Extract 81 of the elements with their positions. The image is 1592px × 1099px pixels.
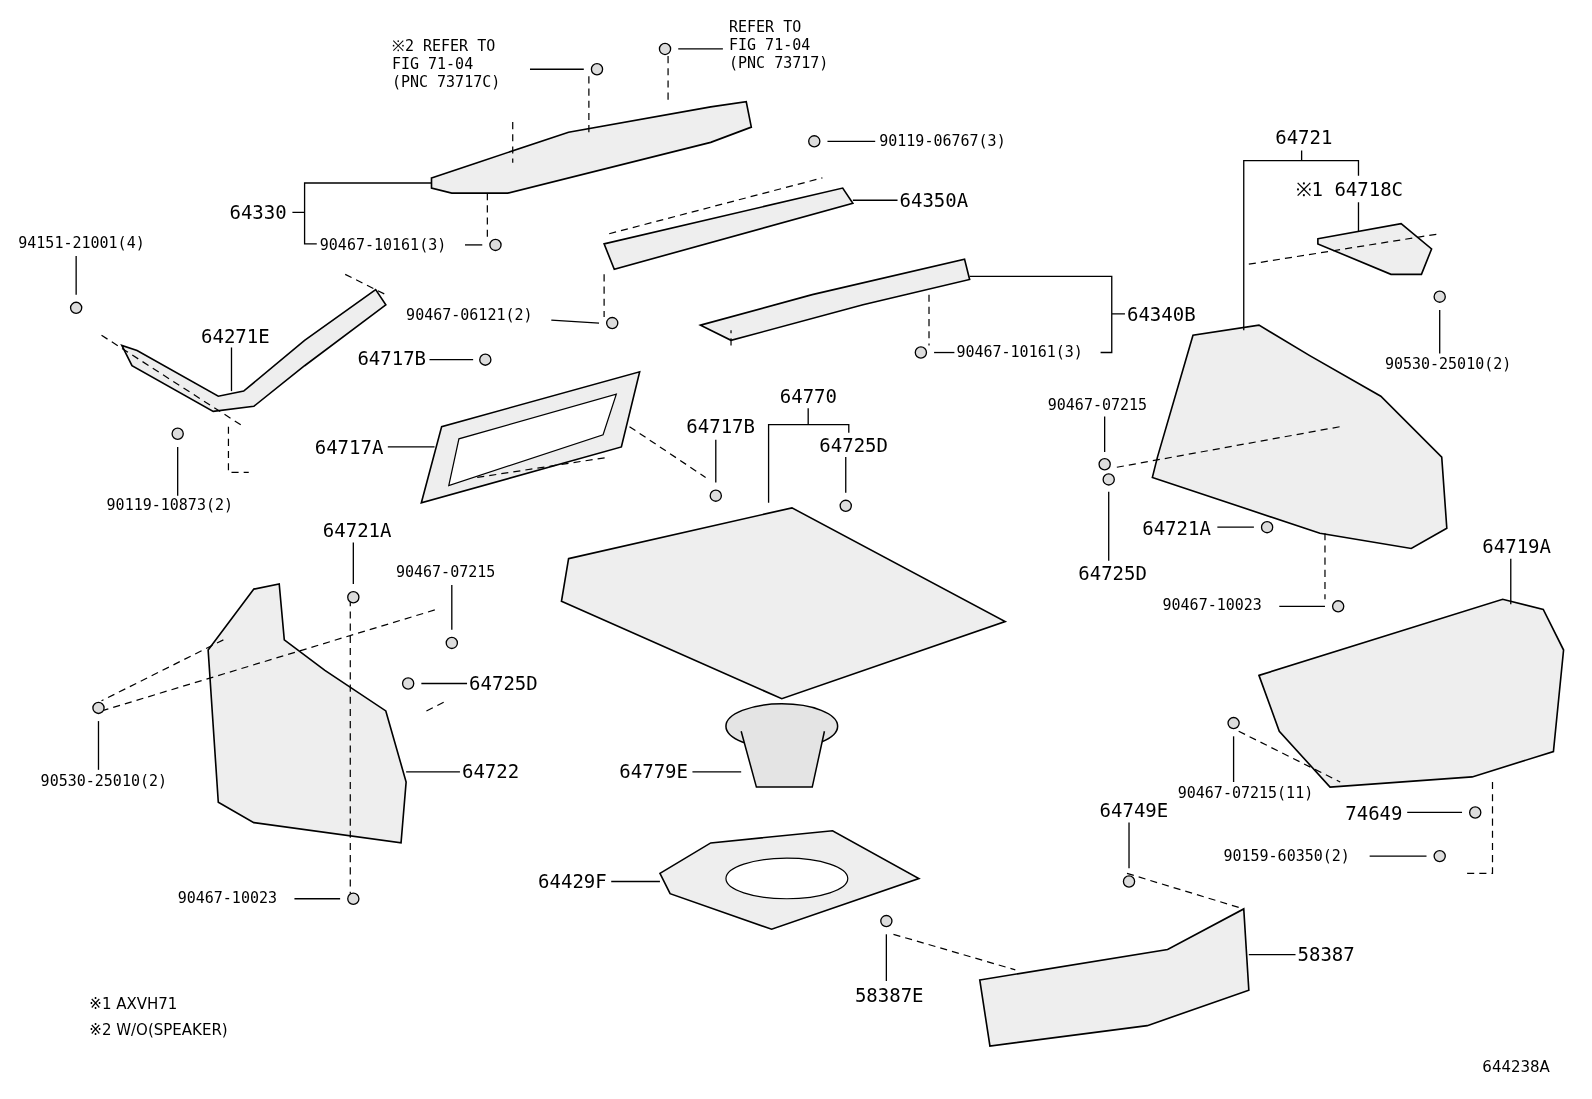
part-number: 90119-06767(3)	[879, 132, 1006, 150]
part-number: 90467-10023	[177, 889, 277, 908]
figure-number: 644238A	[1482, 1056, 1550, 1078]
part-number: 90530-25010(2)	[1384, 355, 1512, 374]
part-number: 58387E	[854, 983, 924, 1007]
leader-line	[420, 682, 468, 685]
leader-line	[677, 48, 724, 50]
part-number: 90467-10161(3)	[956, 343, 1083, 362]
leader-line	[1243, 149, 1360, 331]
footnote-text: ※2 W/O(SPEAKER)	[89, 1020, 228, 1042]
leader-line	[933, 351, 956, 354]
part-number: 64271E	[201, 324, 270, 348]
part-number: 90119-10873(2)	[106, 496, 234, 515]
part-number: 64717A	[314, 435, 384, 459]
part-number: 74649	[1345, 802, 1403, 825]
leader-line	[1357, 201, 1360, 233]
leader-line	[1439, 309, 1441, 355]
leader-line	[1510, 558, 1512, 605]
part-number: 64717B	[686, 415, 755, 439]
part-number: 64717B	[357, 347, 426, 371]
part-number: 64722	[461, 760, 520, 784]
part-number: 90467-07215	[1047, 395, 1148, 414]
part-number: 64719A	[1482, 535, 1551, 558]
leader-line	[1406, 811, 1463, 814]
part-number: 90467-06121(2)	[406, 305, 533, 324]
leader-line	[1278, 605, 1326, 607]
part-number: 64749E	[1099, 799, 1169, 822]
part-number: 90467-07215	[395, 563, 496, 582]
leader-line	[97, 720, 100, 771]
leader-line	[1232, 735, 1235, 783]
leader-line	[1248, 953, 1297, 956]
part-number: 64340B	[1127, 302, 1196, 326]
leader-line	[75, 255, 77, 296]
part-number: 64725D	[1078, 562, 1147, 586]
leader-line	[691, 771, 742, 773]
leader-line	[1369, 855, 1428, 857]
leader-line	[464, 244, 483, 246]
part-number: 90159-60350(2)	[1223, 846, 1350, 865]
part-number: 64721A	[1142, 516, 1211, 540]
leader-line	[529, 68, 585, 70]
leader-line	[1108, 490, 1110, 562]
part-number: 64721	[1275, 125, 1333, 149]
part-number: 64779E	[619, 760, 688, 784]
leader-line	[1128, 821, 1130, 869]
leader-line	[852, 199, 899, 201]
reference-note: ※2 REFER TO FIG 71-04 (PNC 73717C)	[391, 36, 506, 91]
part-number: 58387	[1297, 943, 1355, 966]
leader-line	[610, 880, 661, 883]
part-number: 64725D	[469, 672, 538, 695]
part-number: 94151-21001(4)	[18, 233, 145, 252]
leader-line	[291, 182, 433, 245]
leader-line	[1216, 526, 1255, 528]
part-number: 64725D	[819, 433, 888, 457]
leader-line	[885, 933, 887, 982]
leader-line	[293, 898, 341, 900]
part-number: 64350A	[899, 188, 969, 212]
leader-line	[767, 407, 850, 504]
part-number: ※1 64718C	[1295, 177, 1404, 201]
leader-line	[177, 446, 179, 497]
reference-note: REFER TO FIG 71-04 (PNC 73717)	[729, 18, 831, 73]
part-number: 90530-25010(2)	[40, 771, 168, 790]
leader-line	[451, 584, 453, 631]
part-number: 64429F	[538, 870, 607, 893]
leader-line	[1104, 415, 1106, 453]
leader-line	[405, 771, 461, 773]
footnote-text: ※1 AXVH71	[89, 993, 178, 1015]
leader-line	[550, 319, 600, 324]
part-number: 64721A	[322, 518, 392, 542]
part-number: 90467-10023	[1162, 596, 1262, 614]
leader-line	[230, 346, 233, 392]
leader-line	[352, 541, 354, 585]
leader-line	[428, 358, 474, 361]
part-number: 64330	[229, 201, 287, 224]
leader-line	[387, 446, 436, 448]
part-number: 90467-10161(3)	[319, 235, 447, 254]
part-number: 90467-07215(11)	[1177, 783, 1314, 802]
leader-line	[968, 275, 1126, 354]
leader-line	[826, 140, 876, 142]
part-number: 64770	[779, 384, 837, 408]
leader-line	[715, 439, 717, 484]
leader-line	[845, 456, 847, 494]
